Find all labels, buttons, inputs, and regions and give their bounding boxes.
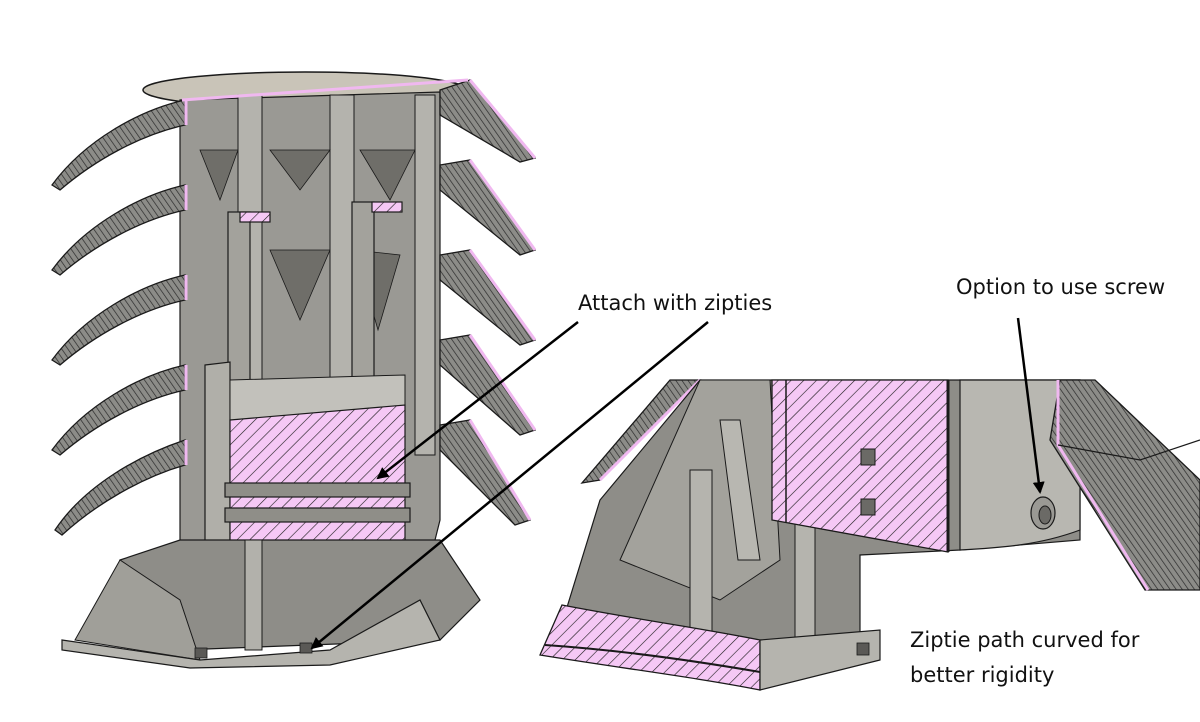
zoomed-detail-view [539,378,1200,691]
label-screw-option: Option to use screw [956,275,1165,299]
inner-shading [199,149,416,332]
detail-slot-lower [860,498,876,516]
label-ziptie-path-line2: better rigidity [910,663,1054,687]
ziptie-band-upper [224,482,411,498]
base-pedestal [61,539,481,669]
detail-base-slot [856,642,870,656]
arrow-icon [1016,317,1045,494]
sensor-cup [204,361,411,546]
screw-hole [1030,496,1056,530]
right-louvre-fins [439,79,537,526]
label-attach-zipties: Attach with zipties [578,291,772,315]
right-fin-section-edges [468,79,537,521]
annotation-arrows [310,317,1045,650]
ziptie-slot-left [194,647,208,659]
arrow-icon [310,321,709,650]
cup-section-hatch [229,404,406,546]
arrow-icon [376,321,579,480]
full-cutaway-model [51,71,537,669]
clip-arms [227,201,403,383]
left-louvre-fins [51,99,186,536]
top-section-edge [181,78,469,102]
ziptie-band-lower [224,507,411,523]
detail-slot-upper [860,448,876,466]
detail-fin-right [1049,379,1200,591]
label-ziptie-path-line1: Ziptie path curved for [910,628,1140,652]
ziptie-slot-right [299,642,313,654]
